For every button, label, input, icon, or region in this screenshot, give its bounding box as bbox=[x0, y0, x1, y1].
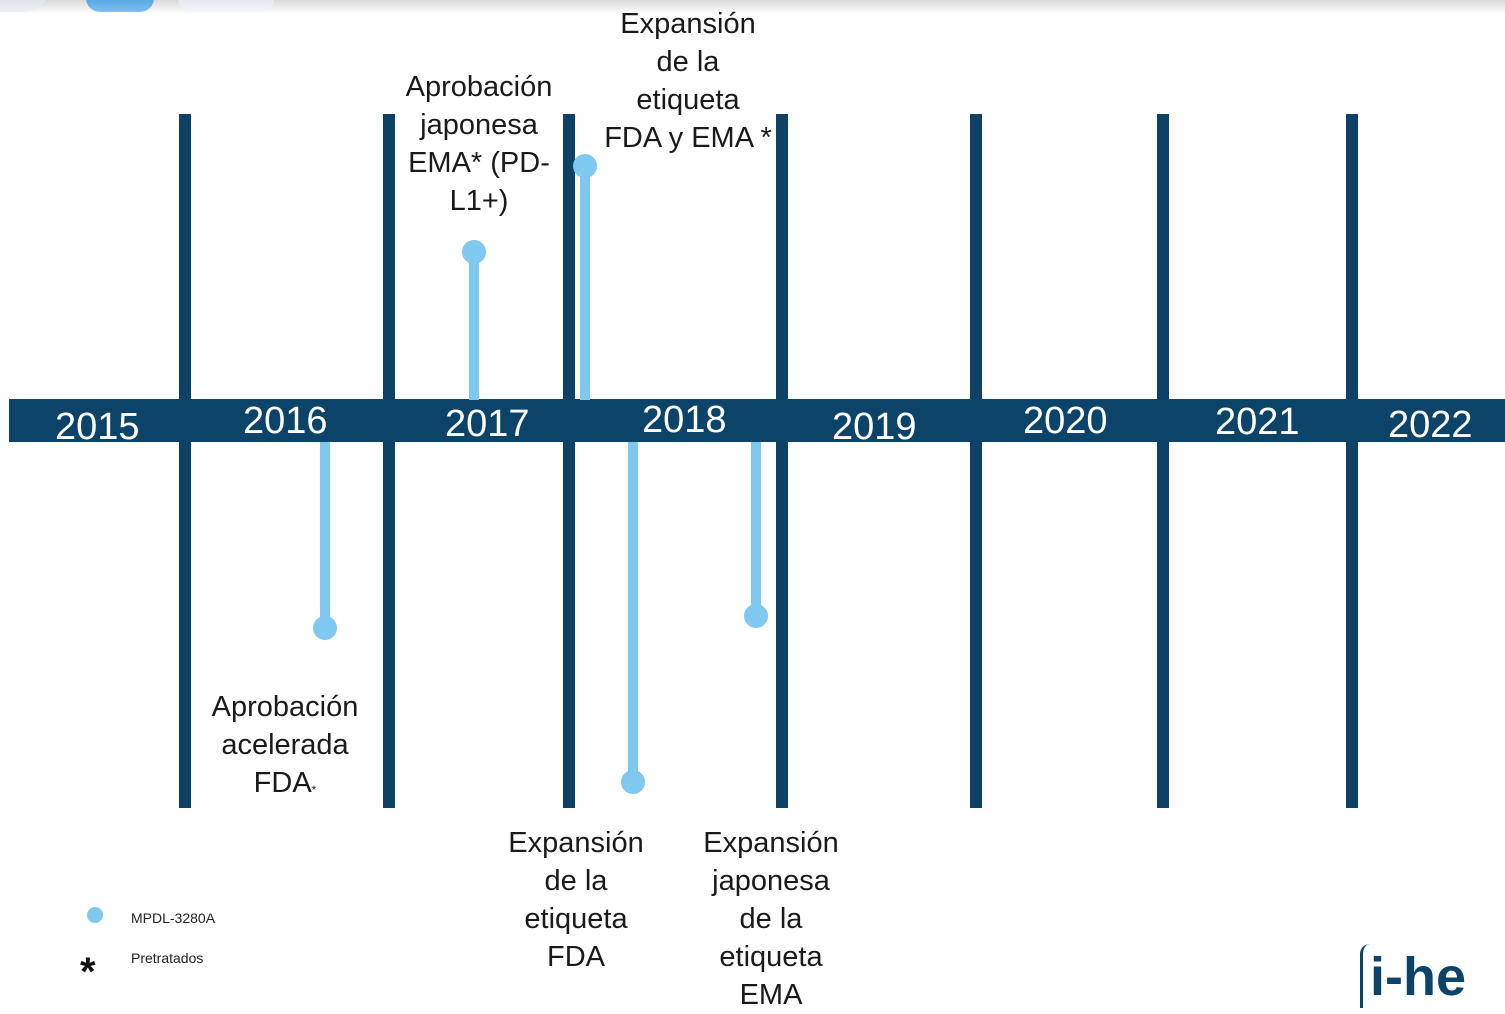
year-divider bbox=[970, 114, 982, 808]
year-label: 2019 bbox=[832, 406, 917, 448]
event-stem bbox=[628, 442, 638, 782]
year-divider bbox=[776, 114, 788, 808]
year-label: 2018 bbox=[642, 399, 727, 441]
capsule-decoration bbox=[178, 0, 274, 12]
event-label: Aprobación japonesa EMA* (PD- L1+) bbox=[405, 71, 553, 217]
year-label: 2021 bbox=[1215, 401, 1300, 443]
event-stem bbox=[469, 252, 479, 400]
year-divider bbox=[1346, 114, 1358, 808]
year-divider bbox=[179, 114, 191, 808]
year-divider bbox=[383, 114, 395, 808]
header-shadow bbox=[0, 0, 1505, 14]
legend-asterisk-label: Pretratados bbox=[131, 950, 204, 966]
year-divider bbox=[1157, 114, 1169, 808]
year-label: 2015 bbox=[55, 406, 140, 448]
legend-series-label: MPDL-3280A bbox=[131, 910, 216, 926]
event-label: Aprobación acelerada FDA* bbox=[211, 691, 359, 799]
event-marker bbox=[313, 616, 337, 640]
legend-marker-icon bbox=[87, 907, 103, 923]
logo-text: i-he bbox=[1370, 947, 1467, 1007]
year-label: 2016 bbox=[243, 400, 328, 442]
event-marker bbox=[621, 770, 645, 794]
capsule-decoration bbox=[86, 0, 154, 12]
year-divider bbox=[563, 114, 575, 808]
year-label: 2020 bbox=[1023, 400, 1108, 442]
brand-logo: i-he bbox=[1358, 944, 1505, 1008]
event-stem bbox=[580, 166, 590, 400]
logo-arc-icon bbox=[1360, 944, 1375, 1008]
event-marker bbox=[744, 604, 768, 628]
event-marker bbox=[573, 154, 597, 178]
event-label: Expansión de la etiqueta FDA bbox=[508, 827, 644, 973]
event-stem bbox=[751, 442, 761, 616]
event-stem bbox=[320, 442, 330, 628]
timeline-band bbox=[9, 399, 1505, 442]
event-label: Expansión de la etiqueta FDA y EMA * bbox=[604, 8, 772, 154]
year-label: 2022 bbox=[1388, 404, 1473, 446]
event-marker bbox=[462, 240, 486, 264]
year-label: 2017 bbox=[445, 403, 530, 445]
event-label: Expansión japonesa de la etiqueta EMA bbox=[703, 827, 839, 1011]
asterisk-icon: * bbox=[80, 950, 96, 994]
